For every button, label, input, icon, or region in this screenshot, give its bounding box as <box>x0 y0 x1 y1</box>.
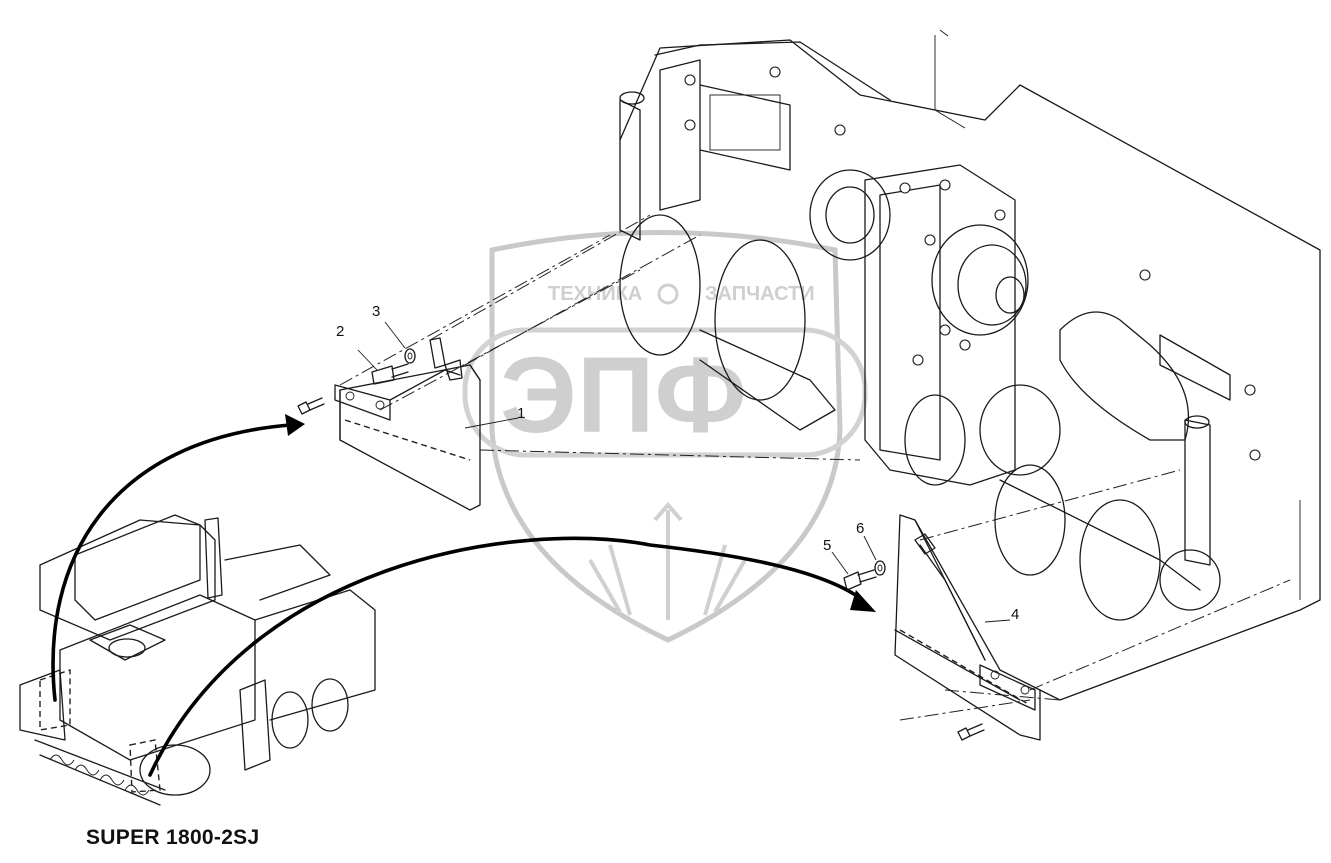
screw-left <box>297 397 325 415</box>
arrow-left-plate <box>51 423 292 702</box>
model-label: SUPER 1800-2SJ <box>86 826 260 849</box>
part-5-bolt <box>831 551 877 591</box>
part-1-left-plate <box>334 337 519 511</box>
gear-icon <box>657 283 679 305</box>
reference-arrows <box>51 414 876 777</box>
screw-right <box>957 723 985 741</box>
screed-frame-assembly <box>619 29 1321 701</box>
arrowhead-left <box>285 414 305 436</box>
assembly-lines <box>339 214 1291 721</box>
callout-1: 1 <box>517 405 525 422</box>
watermark-text-right: ЗАПЧАСТИ <box>705 283 815 305</box>
arrowhead-right <box>850 590 876 612</box>
arrow-right-plate <box>148 536 862 777</box>
part-3-washer <box>384 321 416 364</box>
watermark-logo-text: ЭПФ <box>500 334 747 455</box>
watermark: ТЕХНИКА ЗАПЧАСТИ ЭПФ <box>462 230 868 643</box>
callout-5: 5 <box>823 537 831 554</box>
callout-4: 4 <box>1011 606 1019 623</box>
paver-machine <box>19 514 376 806</box>
part-4-right-plate <box>894 514 1041 741</box>
wheat-icon <box>588 501 747 620</box>
callout-6: 6 <box>856 520 864 537</box>
part-2-bolt <box>357 349 409 385</box>
part-6-washer <box>863 535 886 576</box>
callout-3: 3 <box>372 303 380 320</box>
callout-2: 2 <box>336 323 344 340</box>
